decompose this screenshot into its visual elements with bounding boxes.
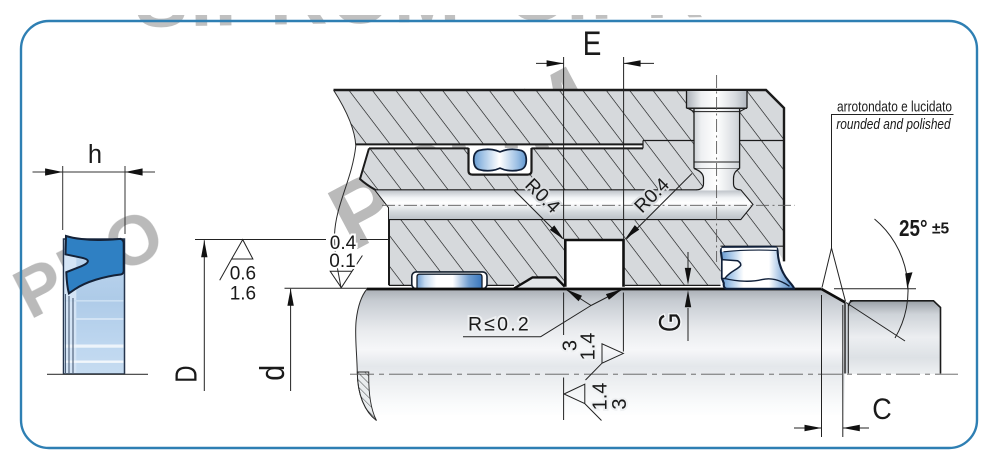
svg-text:G: G: [653, 313, 687, 332]
svg-text:3: 3: [609, 398, 631, 409]
svg-text:1.4: 1.4: [578, 333, 600, 361]
svg-text:R≤0.2: R≤0.2: [468, 314, 531, 336]
svg-text:0.4: 0.4: [330, 233, 357, 254]
svg-text:h: h: [88, 141, 102, 169]
svg-text:3: 3: [560, 340, 582, 351]
svg-text:D: D: [168, 365, 203, 382]
svg-text:1.4: 1.4: [590, 383, 612, 411]
svg-text:SIPROM SIPR: SIPROM SIPR: [134, 0, 706, 44]
svg-text:0.6: 0.6: [230, 263, 256, 284]
svg-text:rounded and polished: rounded and polished: [836, 116, 951, 132]
svg-text:25°: 25°: [899, 216, 927, 241]
svg-text:arrotondato e lucidato: arrotondato e lucidato: [837, 98, 952, 114]
svg-text:d: d: [254, 365, 292, 381]
svg-text:±5: ±5: [932, 221, 950, 238]
svg-text:0.1: 0.1: [329, 251, 355, 272]
svg-text:E: E: [583, 24, 602, 62]
svg-text:C: C: [872, 393, 891, 427]
svg-text:1.6: 1.6: [230, 284, 256, 305]
